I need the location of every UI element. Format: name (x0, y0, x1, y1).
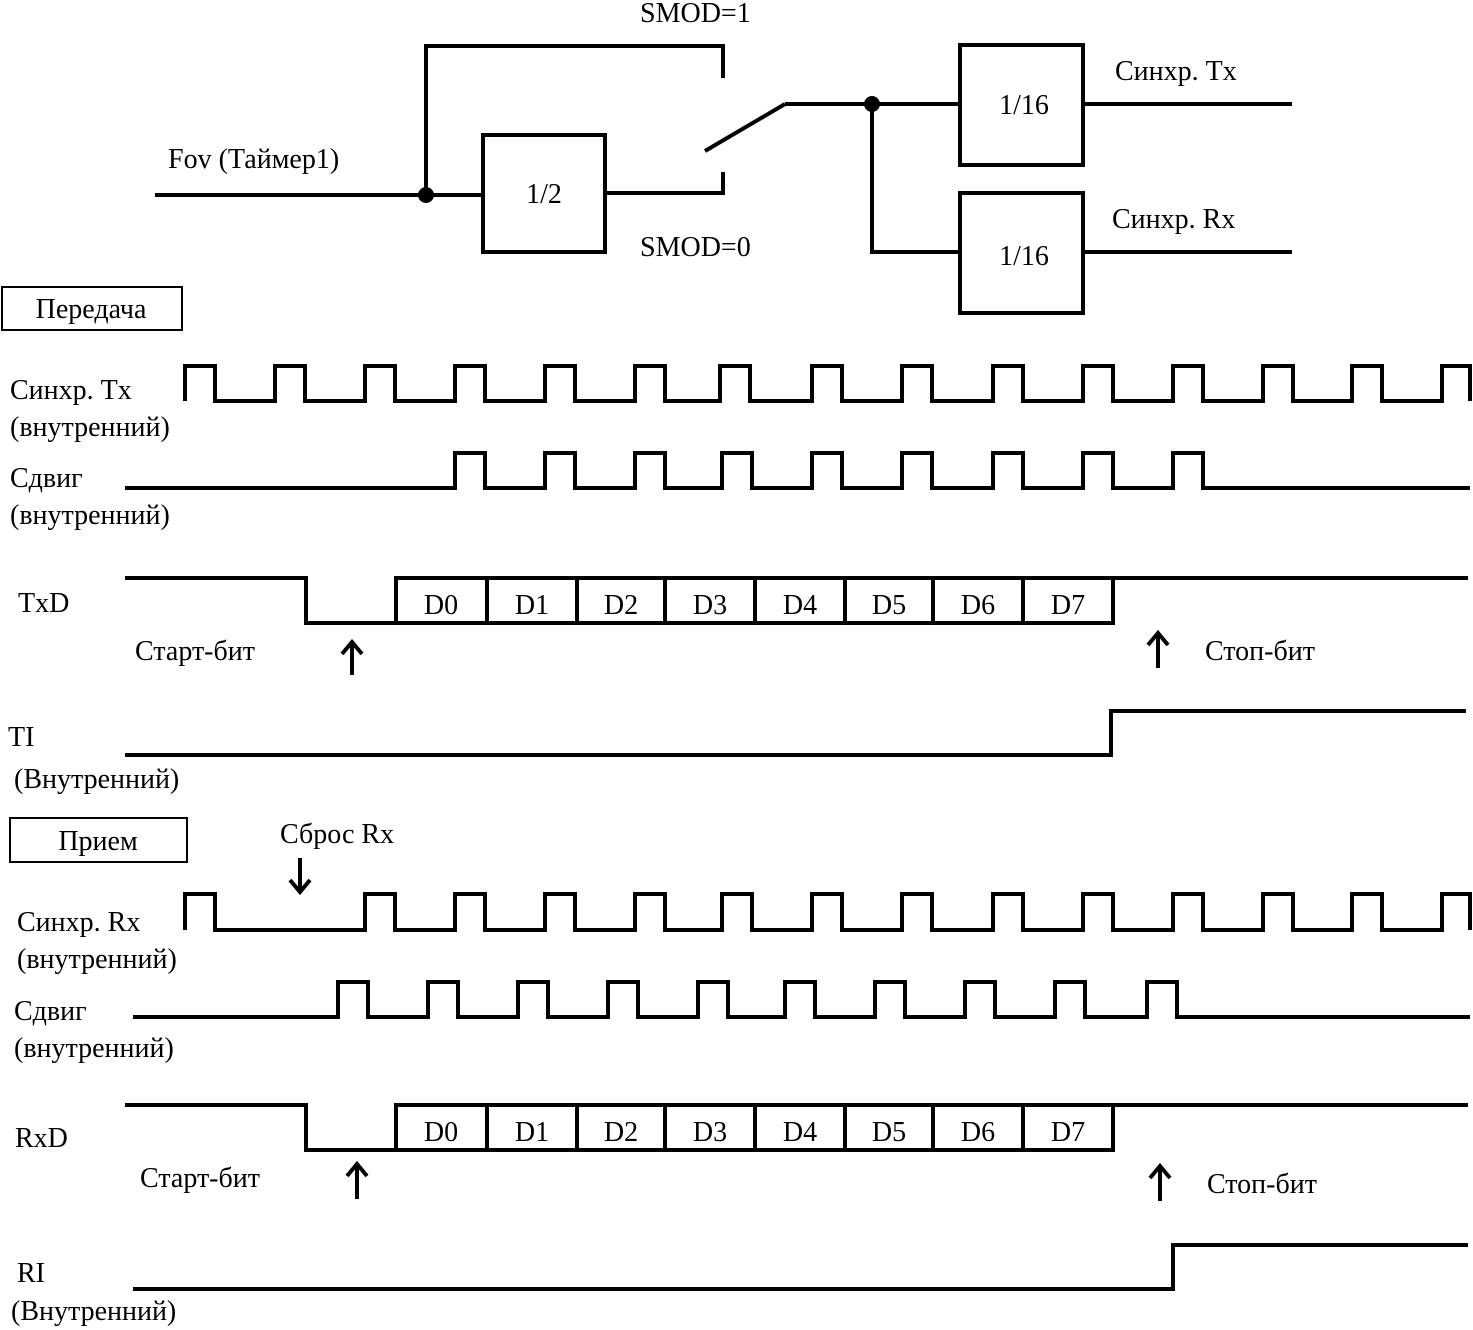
rxd-waveform (125, 1103, 1468, 1152)
receive-section: Прием Сброс Rx Синхр. Rx (внутренний) Сд… (9, 817, 1472, 1327)
rxd-bit-d1: D1 (515, 1117, 549, 1148)
smod1-label: SMOD=1 (640, 0, 751, 29)
tx-shift-waveform (125, 451, 1470, 490)
divide-by-16-tx-label: 1/16 (999, 90, 1049, 121)
rx-stop-bit-label: Стоп-бит (1207, 1169, 1317, 1200)
tx-start-bit-label: Старт-бит (135, 636, 255, 667)
rxd-bit-d5: D5 (872, 1117, 906, 1148)
ti-sublabel: (Внутренний) (14, 764, 179, 795)
rxd-bit-d3: D3 (693, 1117, 727, 1148)
transmit-title-box (1, 286, 183, 331)
sync-rx-output-label: Синхр. Rx (1112, 204, 1235, 235)
tx-sync-clock-waveform (183, 364, 1472, 403)
txd-bit-d4: D4 (783, 590, 817, 621)
txd-bit-d3: D3 (693, 590, 727, 621)
txd-bit-d7: D7 (1051, 590, 1085, 621)
receive-title-box (9, 817, 188, 863)
rxd-bit-d7: D7 (1051, 1117, 1085, 1148)
receive-title: Прием (58, 826, 138, 857)
rxd-label: RxD (15, 1123, 68, 1154)
ri-waveform (133, 1243, 1468, 1291)
rx-branch-wire (870, 104, 960, 254)
ri-sublabel: (Внутренний) (11, 1296, 176, 1327)
transmit-title: Передача (36, 294, 147, 325)
smod0-label: SMOD=0 (640, 232, 751, 263)
txd-bit-d2: D2 (604, 590, 638, 621)
divide-by-16-rx-label: 1/16 (999, 241, 1049, 272)
rx-sync-label: Синхр. Rx (17, 907, 140, 938)
txd-bit-d1: D1 (515, 590, 549, 621)
divide-by-16-tx-box (958, 43, 1085, 167)
rx-stop-arrow-icon (1148, 1162, 1172, 1201)
input-label: Fov (Таймер1) (168, 144, 339, 175)
txd-bit-d0: D0 (424, 590, 458, 621)
rx-start-bit-label: Старт-бит (140, 1163, 260, 1194)
tx-start-arrow-icon (340, 638, 364, 675)
smod-switch-lever (703, 102, 787, 153)
reset-rx-arrow-icon (288, 858, 312, 896)
ti-waveform (125, 709, 1466, 757)
rx-shift-waveform (133, 980, 1470, 1019)
txd-bit-d6: D6 (961, 590, 995, 621)
txd-label: TxD (18, 588, 69, 619)
tx-stop-bit-label: Стоп-бит (1205, 636, 1315, 667)
rxd-bit-d4: D4 (783, 1117, 817, 1148)
bypass-wire (424, 44, 725, 195)
tx-shift-sublabel: (внутренний) (10, 500, 170, 531)
rxd-bit-d6: D6 (961, 1117, 995, 1148)
divide-by-16-rx-box (958, 191, 1085, 315)
rxd-bit-d0: D0 (424, 1117, 458, 1148)
ti-label: TI (8, 722, 34, 753)
transmit-section: Передача Синхр. Tx (внутренний) Сдвиг (в… (1, 286, 1472, 795)
rx-sync-sublabel: (внутренний) (17, 944, 177, 975)
tx-stop-arrow-icon (1146, 629, 1170, 668)
txd-bit-d5: D5 (872, 590, 906, 621)
ri-label: RI (17, 1258, 45, 1289)
tx-sync-sublabel: (внутренний) (10, 412, 170, 443)
sync-tx-output-label: Синхр. Tx (1115, 56, 1237, 87)
rx-shift-label: Сдвиг (14, 996, 87, 1027)
rx-shift-sublabel: (внутренний) (14, 1033, 174, 1064)
reset-rx-label: Сброс Rx (280, 819, 394, 850)
rx-start-arrow-icon (345, 1160, 369, 1199)
rx-sync-clock-waveform (183, 892, 1472, 932)
tx-sync-label: Синхр. Tx (10, 375, 132, 406)
rxd-bit-d2: D2 (604, 1117, 638, 1148)
txd-bit-dividers (485, 578, 1025, 623)
divide-by-2-box (481, 133, 607, 254)
divide-by-2-label: 1/2 (526, 179, 562, 210)
clock-block-diagram: 1/2 1/16 1/16 Fov (Таймер1) SMOD=1 SMOD=… (155, 0, 1292, 315)
txd-waveform (125, 576, 1468, 625)
tx-shift-label: Сдвиг (10, 463, 83, 494)
rxd-bit-dividers (485, 1105, 1025, 1150)
divider-output-wire (605, 172, 725, 195)
